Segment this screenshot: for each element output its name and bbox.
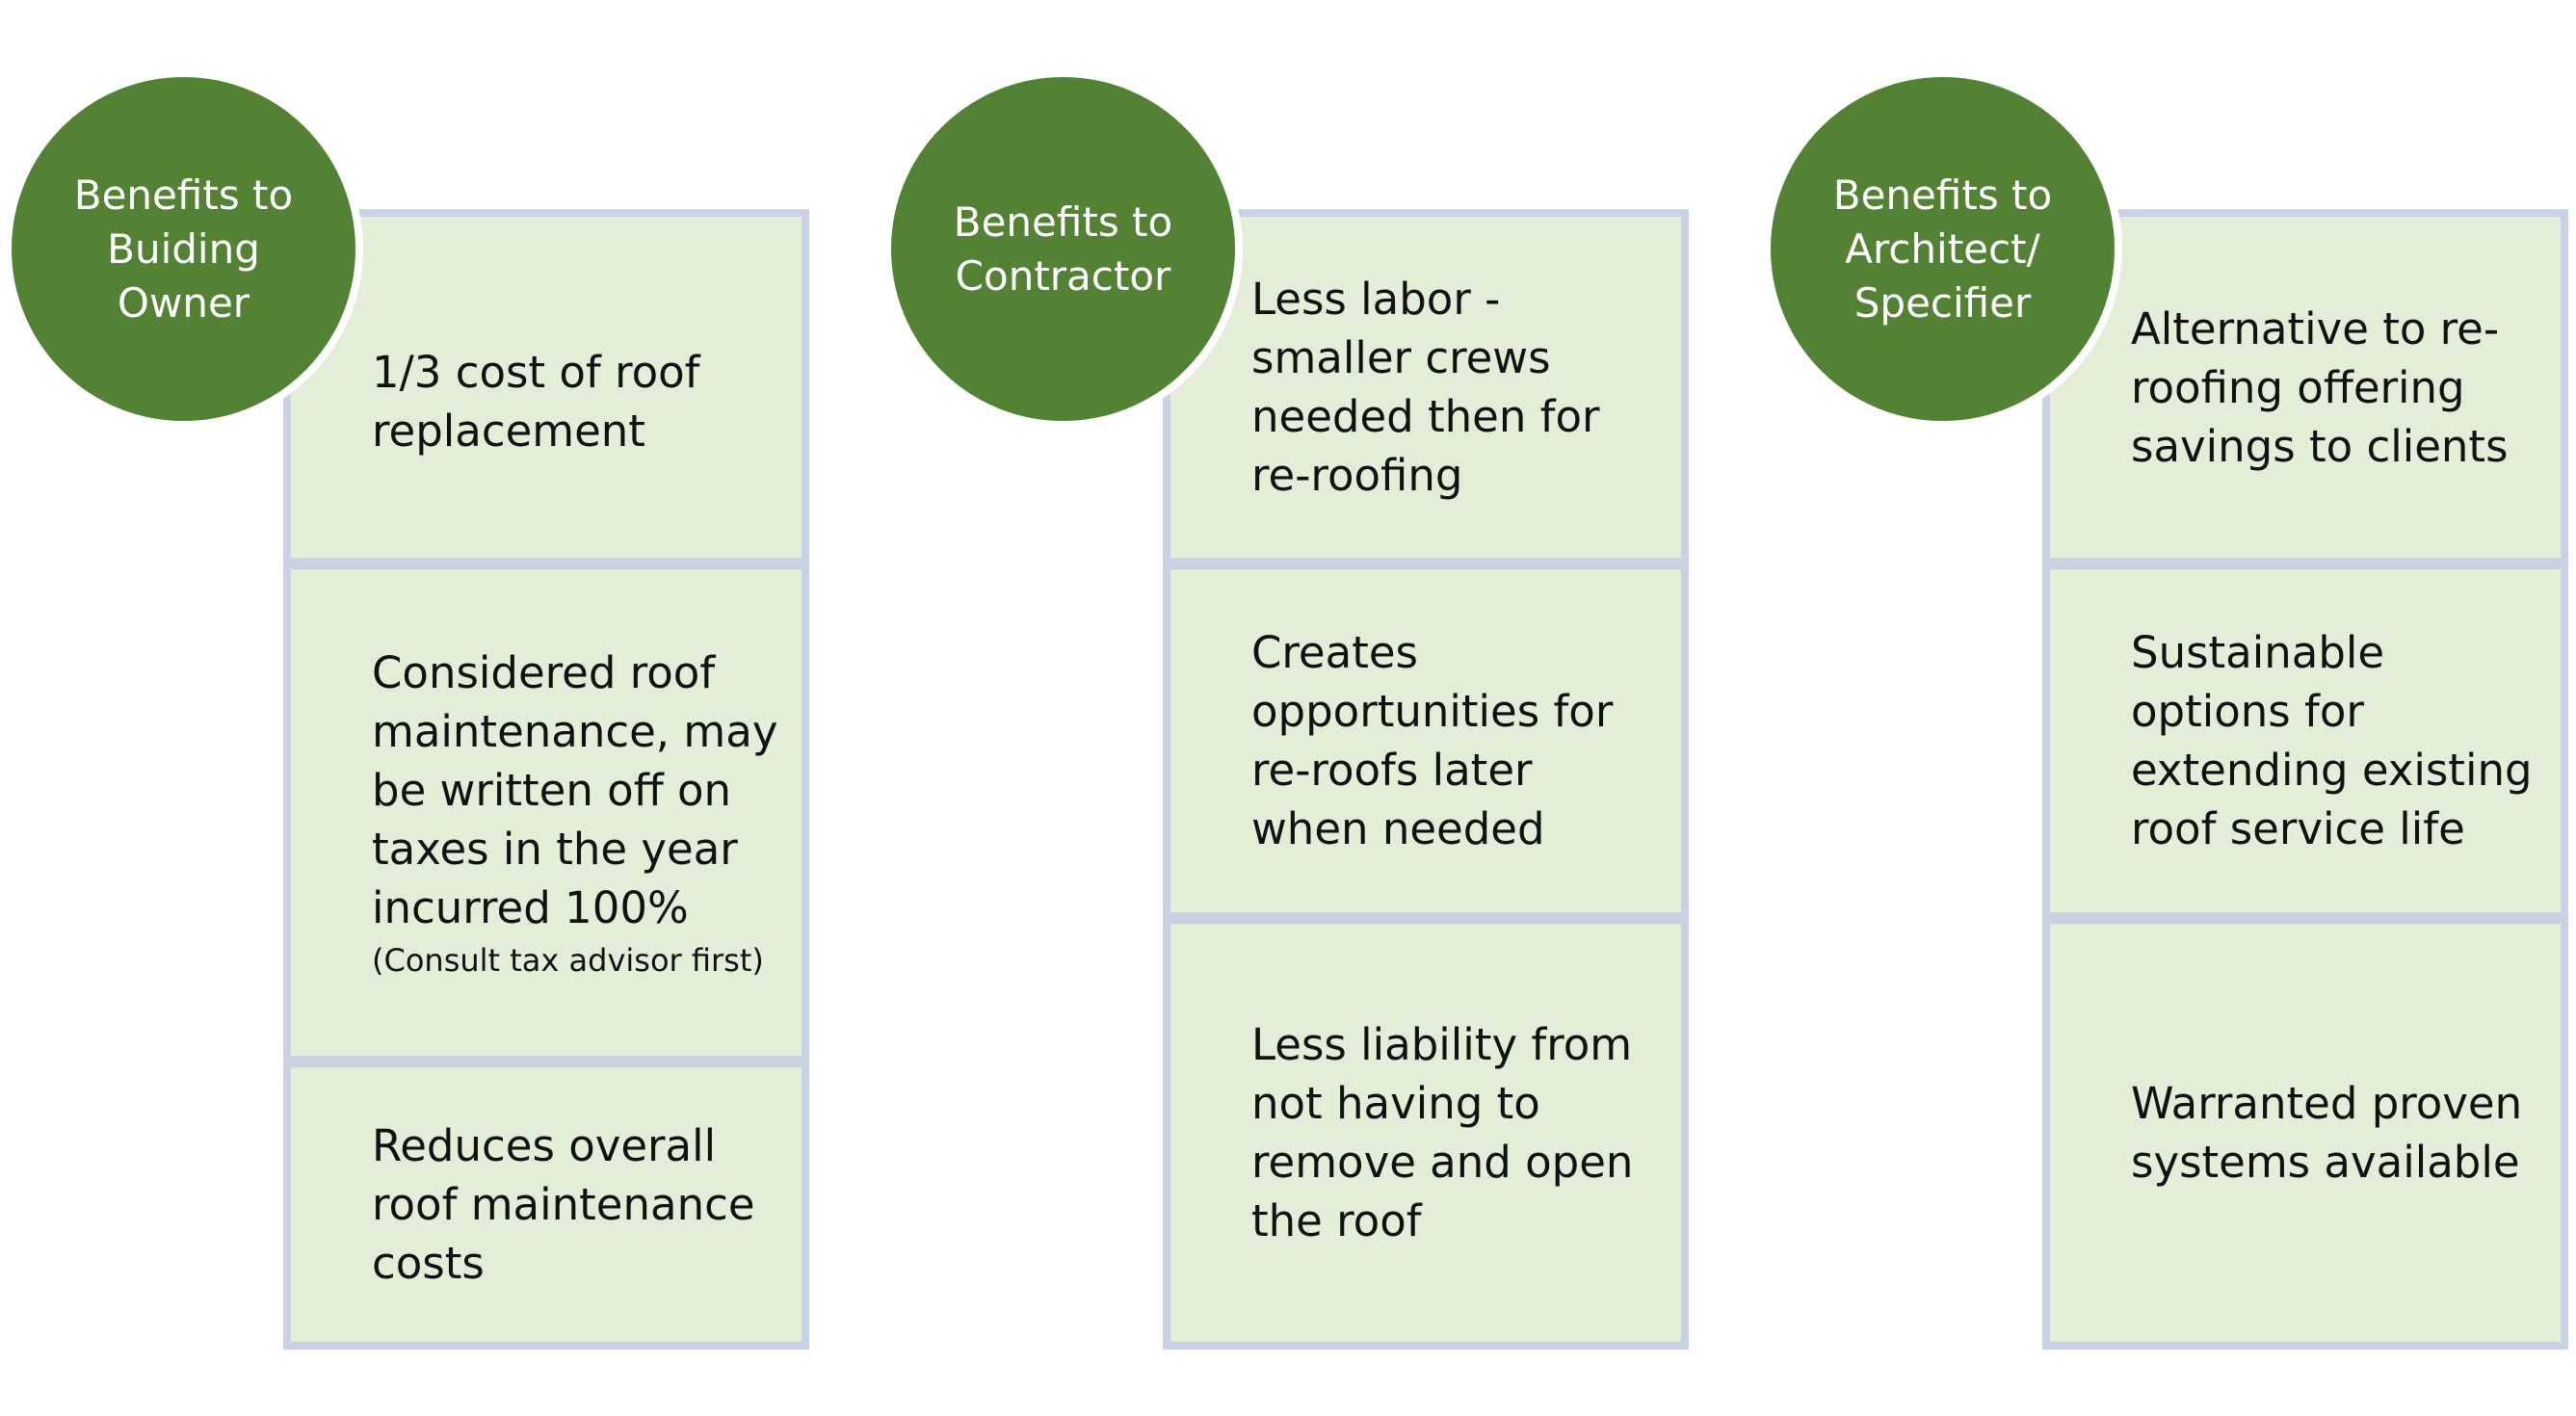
benefit-text: 1/3 cost of roof replacement [372, 347, 700, 457]
benefit-text: Less labor - smaller crews needed then f… [1251, 274, 1600, 501]
header-label: Benefits to Contractor [953, 197, 1173, 300]
benefits-list-contractor: Less labor - smaller crews needed then f… [1163, 209, 1689, 1350]
header-circle-contractor: Benefits to Contractor [883, 69, 1243, 429]
benefit-text: Alternative to re-roofing offering savin… [2131, 302, 2509, 472]
benefit-item: Alternative to re-roofing offering savin… [2050, 217, 2561, 558]
benefit-item: Reduces overall roof maintenance costs [291, 1067, 802, 1342]
benefit-item: Considered roof maintenance, may be writ… [291, 569, 802, 1056]
header-circle-architect: Benefits to Architect/ Specifier [1763, 69, 2122, 429]
benefit-item: 1/3 cost of roof replacement [291, 217, 802, 558]
benefit-text: Creates opportunities for re-roofs later… [1251, 627, 1614, 854]
benefit-text: Reduces overall roof maintenance costs [372, 1120, 755, 1289]
benefit-note: (Consult tax advisor first) [372, 942, 764, 979]
benefit-item: Less liability from not having to remove… [1170, 924, 1681, 1342]
benefit-item: Warranted proven systems available [2050, 924, 2561, 1342]
benefits-architect-group: Alternative to re-roofing offering savin… [1759, 0, 2576, 1416]
benefits-building-owner-group: 1/3 cost of roof replacement Considered … [0, 0, 867, 1416]
benefit-item: Less labor - smaller crews needed then f… [1170, 217, 1681, 558]
header-label: Benefits to Architect/ Specifier [1832, 170, 2053, 327]
benefits-list-architect: Alternative to re-roofing offering savin… [2042, 209, 2568, 1350]
benefits-list-building-owner: 1/3 cost of roof replacement Considered … [283, 209, 809, 1350]
benefits-contractor-group: Less labor - smaller crews needed then f… [880, 0, 1747, 1416]
benefit-text: Less liability from not having to remove… [1251, 1019, 1634, 1246]
header-circle-building-owner: Benefits to Buiding Owner [4, 69, 363, 429]
benefit-text: Warranted proven systems available [2131, 1078, 2523, 1188]
benefit-item: Creates opportunities for re-roofs later… [1170, 569, 1681, 912]
benefit-text: Sustainable options for extending existi… [2131, 627, 2533, 854]
benefit-item: Sustainable options for extending existi… [2050, 569, 2561, 912]
benefit-text: Considered roof maintenance, may be writ… [372, 647, 778, 933]
header-label: Benefits to Buiding Owner [73, 170, 294, 327]
